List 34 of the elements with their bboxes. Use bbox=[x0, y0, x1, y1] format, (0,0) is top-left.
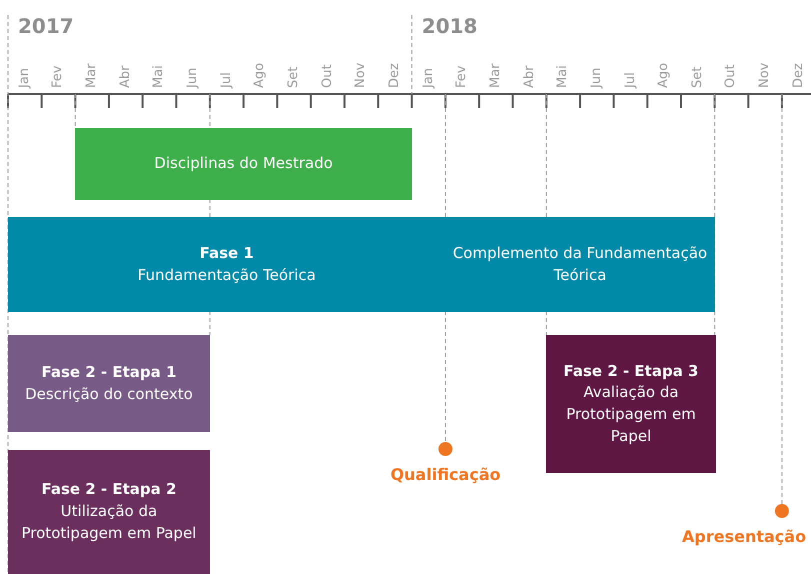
milestone-label: Qualificação bbox=[390, 465, 501, 484]
month-label: Jul bbox=[218, 72, 234, 88]
year-label: 2018 bbox=[422, 14, 478, 38]
month-label: Set bbox=[690, 66, 705, 88]
month-label: Nov bbox=[757, 62, 772, 88]
month-label: Out bbox=[723, 64, 738, 88]
month-label: Fev bbox=[454, 66, 470, 88]
month-label: Abr bbox=[522, 66, 537, 88]
milestone-label: Apresentação bbox=[682, 527, 806, 546]
month-label: Ago bbox=[252, 62, 268, 88]
year-label: 2017 bbox=[18, 14, 74, 38]
month-label: Jun bbox=[588, 68, 604, 88]
phase-bar: Complemento da Fundamentação Teórica bbox=[445, 217, 715, 312]
month-label: Mai bbox=[151, 65, 166, 88]
phase-bar: Fase 1 Fundamentação Teórica bbox=[8, 217, 446, 312]
stage-bar: Fase 2 - Etapa 3 Avaliação da Prototipagem em Papel bbox=[546, 335, 716, 473]
month-label: Fev bbox=[50, 66, 66, 88]
month-label: Jan bbox=[16, 68, 32, 88]
task-bar: Disciplinas do Mestrado bbox=[75, 128, 412, 200]
month-label: Mar bbox=[84, 63, 100, 88]
month-label: Dez bbox=[386, 63, 402, 88]
month-label: Nov bbox=[353, 62, 368, 88]
month-label: Out bbox=[320, 64, 335, 88]
stage-bar: Fase 2 - Etapa 1 Descrição do contexto bbox=[8, 335, 210, 432]
month-label: Jun bbox=[185, 68, 200, 88]
month-label: Jul bbox=[622, 72, 638, 88]
month-label: Mar bbox=[488, 63, 503, 88]
month-label: Abr bbox=[118, 66, 133, 88]
month-label: Mai bbox=[555, 65, 570, 88]
month-label: Dez bbox=[790, 63, 806, 88]
month-label: Jan bbox=[420, 68, 436, 88]
month-label: Ago bbox=[656, 62, 672, 88]
month-label: Set bbox=[286, 66, 302, 88]
stage-bar: Fase 2 - Etapa 2 Utilização da Prototipagem em Papel bbox=[8, 450, 210, 574]
